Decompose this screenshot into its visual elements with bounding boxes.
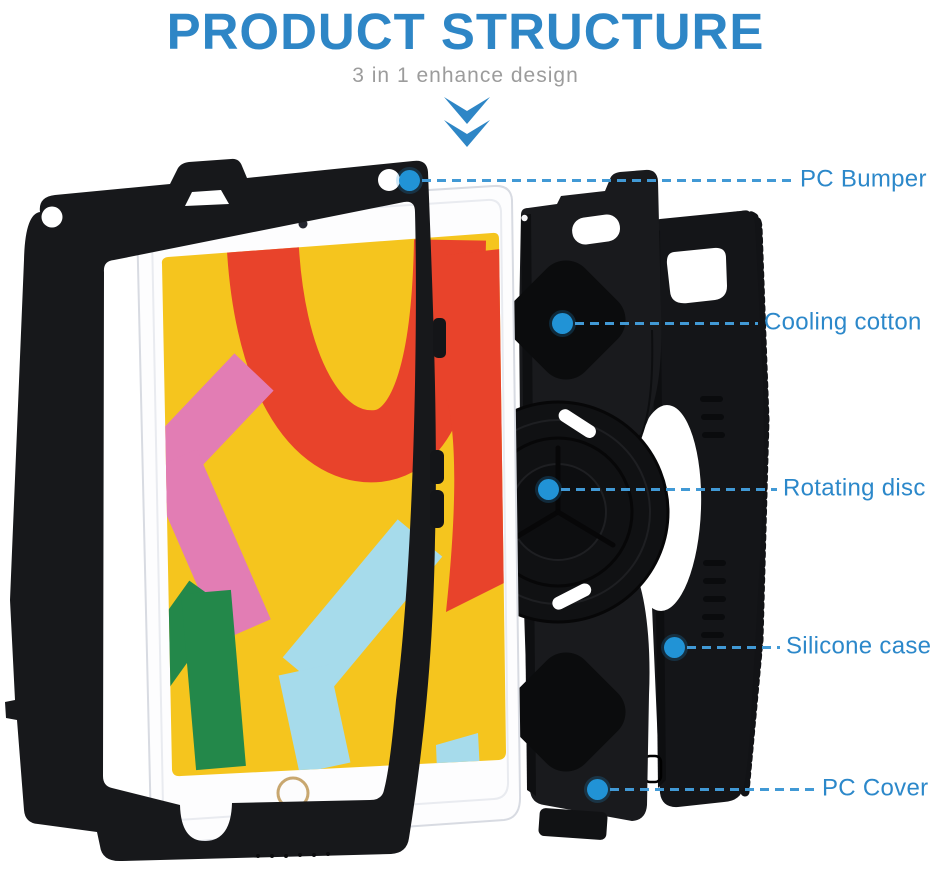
callout-dashed-line [687,645,780,649]
callout-dot [398,169,420,191]
double-down-arrow-icon [444,97,490,147]
bumper-handle-hole [185,190,229,206]
callout-label: PC Bumper [800,165,927,193]
page-subtitle: 3 in 1 enhance design [352,64,579,87]
callout-dashed-line [422,178,794,182]
bumper-side-buttons [430,318,446,528]
callout-label: Rotating disc [783,474,926,502]
bumper-speaker-holes [256,852,330,858]
bumper-strap-hole-right [378,169,400,191]
callout-label: Cooling cotton [764,308,922,336]
callout-dashed-line [575,321,758,325]
callout-dot [537,478,559,500]
silicone-grip-ridges [700,396,726,638]
callout-dot [551,312,573,334]
silicone-camera-hole [666,247,727,304]
bumper-strap-hole-left [41,206,63,228]
callout-dot [663,636,685,658]
tablet-screen [161,232,506,777]
page-title: PRODUCT STRUCTURE [166,3,765,60]
cover-connector-tab [538,808,608,840]
callout-dot [586,778,608,800]
tablet [135,184,522,845]
callout-dashed-line [610,787,816,791]
cover-camera-hole [572,214,621,245]
callout-label: Silicone case [786,632,931,660]
pc-bumper [5,158,446,862]
callout-dashed-line [561,487,777,491]
callout-label: PC Cover [822,774,929,802]
